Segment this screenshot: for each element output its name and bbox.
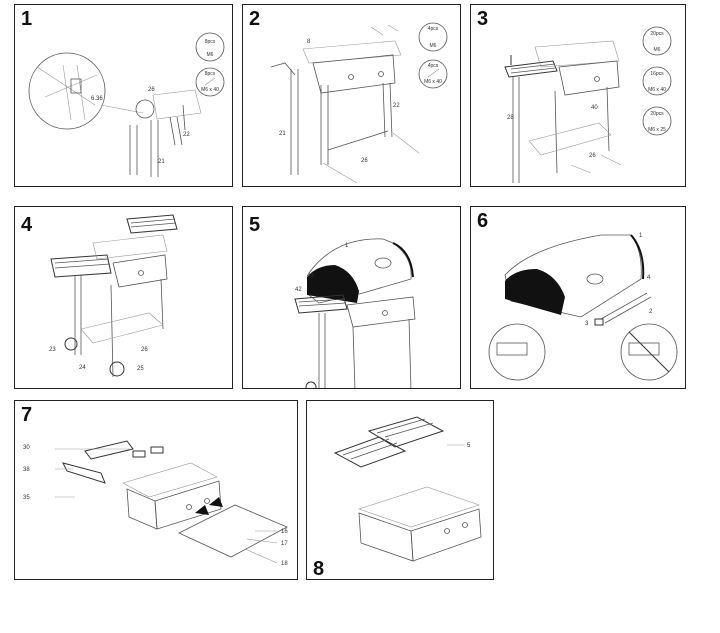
callout-18: 18 bbox=[281, 561, 288, 567]
callout-22: 22 bbox=[393, 103, 400, 109]
step-1-panel: 1 26 22 21 6.36 8pcs M6 8pcs M6 x 40 bbox=[14, 4, 233, 187]
badge-qty: 4pcs bbox=[428, 26, 439, 32]
badge-spec: M6 bbox=[654, 47, 661, 53]
callout-2: 2 bbox=[649, 309, 653, 315]
callout-35: 35 bbox=[23, 495, 30, 501]
badge-qty: 20pcs bbox=[650, 31, 664, 37]
badge-spec: M6 x 40 bbox=[201, 87, 219, 93]
callout-28: 28 bbox=[507, 115, 514, 121]
badge-qty: 4pcs bbox=[428, 63, 439, 69]
callout-43: 43 bbox=[307, 273, 314, 279]
badge-spec: M6 x 40 bbox=[648, 87, 666, 93]
callout-24: 24 bbox=[79, 365, 86, 371]
step-number: 3 bbox=[477, 8, 489, 30]
step-4-illustration: 23 26 24 25 bbox=[49, 214, 178, 378]
callout-23: 23 bbox=[49, 347, 56, 353]
callout-42: 42 bbox=[295, 287, 302, 293]
step-number: 5 bbox=[249, 214, 261, 236]
callout-8: 8 bbox=[307, 39, 311, 45]
step-5-illustration: 1 43 42 bbox=[294, 238, 416, 388]
badge-qty: 8pcs bbox=[205, 71, 216, 77]
step-number: 2 bbox=[249, 8, 261, 30]
callout-3: 3 bbox=[585, 321, 589, 327]
step-2-panel: 2 8 22 21 26 4pcs M6 4pcs M6 x 40 bbox=[242, 4, 461, 187]
badge-qty: 20pcs bbox=[650, 111, 664, 117]
callout-16: 16 bbox=[281, 529, 288, 535]
badge-spec: M6 x 40 bbox=[424, 79, 442, 85]
step-6-panel: 6 1 4 2 3 bbox=[470, 206, 686, 389]
badge-spec: M6 x 25 bbox=[648, 127, 666, 133]
badge-spec: M6 bbox=[430, 43, 437, 49]
step-3-illustration: 28 40 26 20pcs M6 16pcs M6 x 40 20pcs M6… bbox=[504, 26, 672, 183]
callout-21: 21 bbox=[279, 131, 286, 137]
callout-4: 4 bbox=[647, 275, 651, 281]
step-2-illustration: 8 22 21 26 4pcs M6 4pcs M6 x 40 bbox=[270, 22, 448, 184]
step-7-panel: 7 30 38 35 16 17 18 bbox=[14, 400, 298, 580]
callout-30: 30 bbox=[23, 445, 30, 451]
callout-40: 40 bbox=[591, 105, 598, 111]
step-number: 6 bbox=[477, 210, 489, 232]
step-number: 8 bbox=[313, 558, 325, 580]
callout-25: 25 bbox=[137, 366, 144, 372]
step-8-illustration: 5 bbox=[333, 416, 482, 562]
callout-38: 38 bbox=[23, 467, 30, 473]
step-number: 7 bbox=[21, 404, 33, 426]
callout-26: 26 bbox=[141, 347, 148, 353]
step-8-panel: 8 5 bbox=[306, 400, 494, 580]
step-1-illustration: 26 22 21 6.36 8pcs M6 8pcs M6 x 40 bbox=[28, 32, 225, 177]
callout-22: 22 bbox=[183, 132, 190, 138]
callout-1: 1 bbox=[639, 233, 643, 239]
step-number: 4 bbox=[21, 214, 33, 236]
step-number: 1 bbox=[21, 8, 33, 30]
callout-1: 1 bbox=[345, 243, 349, 249]
callout-5: 5 bbox=[467, 443, 471, 449]
badge-qty: 16pcs bbox=[650, 71, 664, 77]
step-4-panel: 4 23 26 24 25 bbox=[14, 206, 233, 389]
step-6-illustration: 1 4 2 3 bbox=[488, 233, 678, 381]
step-3-panel: 3 28 40 26 20pcs M6 16pcs M6 x 40 20pcs … bbox=[470, 4, 686, 187]
step-5-panel: 5 1 43 42 bbox=[242, 206, 461, 389]
callout-26: 26 bbox=[361, 158, 368, 164]
callout-6-36: 6.36 bbox=[91, 96, 103, 102]
callout-17: 17 bbox=[281, 541, 288, 547]
callout-21: 21 bbox=[158, 159, 165, 165]
badge-spec: M6 bbox=[207, 52, 214, 58]
callout-26: 26 bbox=[148, 87, 155, 93]
callout-26: 26 bbox=[589, 153, 596, 159]
badge-qty: 8pcs bbox=[205, 39, 216, 45]
step-7-illustration: 30 38 35 16 17 18 bbox=[23, 440, 288, 567]
